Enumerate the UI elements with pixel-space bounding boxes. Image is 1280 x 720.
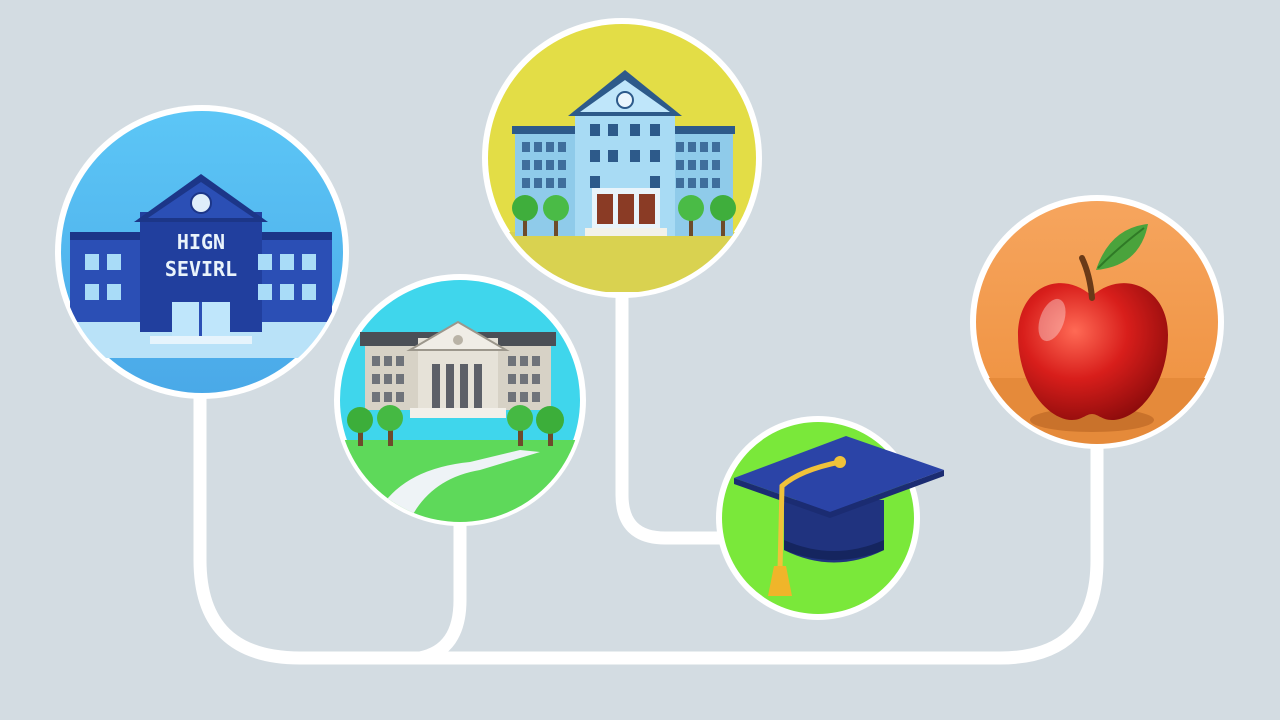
school-building-node[interactable] xyxy=(480,18,770,298)
teacher-apple-node[interactable] xyxy=(970,195,1230,458)
school-sign-line1: HIGN xyxy=(177,230,225,254)
high-school-node[interactable]: HIGN SEVIRL xyxy=(55,105,352,399)
university-node[interactable] xyxy=(330,274,590,540)
graduation-node[interactable] xyxy=(716,416,944,620)
connector-trunk xyxy=(193,388,1104,665)
connector-university xyxy=(413,515,467,665)
school-sign-line2: SEVIRL xyxy=(165,257,237,281)
connector-lines xyxy=(193,286,1104,665)
connector-college xyxy=(615,286,729,545)
high-school-building-icon: HIGN SEVIRL xyxy=(62,174,345,358)
graduation-cap-icon xyxy=(734,436,944,596)
